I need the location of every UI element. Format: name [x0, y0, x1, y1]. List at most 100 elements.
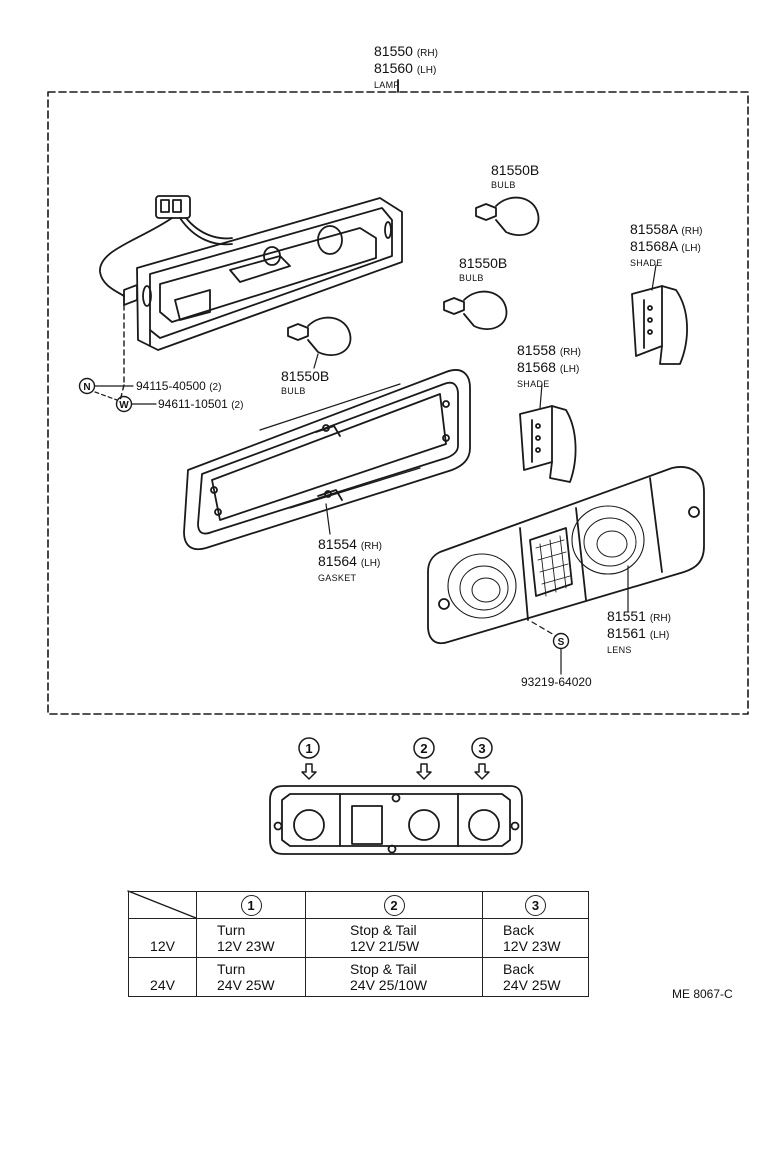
nut-qty: (2) — [209, 382, 222, 393]
shade-a-name: SHADE — [630, 258, 663, 268]
bulb-function: Stop & Tail — [350, 961, 417, 977]
shade-a-label: 81558A (RH) 81568A (LH) SHADE — [630, 222, 703, 271]
assembly-frame — [47, 91, 749, 715]
bulb-spec-table: 1 2 3 12V Turn 12V 23W Stop & Tail 12V 2… — [128, 891, 589, 997]
lens-name: LENS — [607, 645, 632, 655]
assembly-suf-lh: (LH) — [416, 65, 437, 76]
table-corner-cell — [128, 891, 197, 919]
lamp-plan-view — [269, 785, 523, 855]
screw-symbol-letter: S — [558, 637, 565, 648]
screw-num: 93219-64020 — [521, 675, 592, 689]
washer-num: 94611-10501 — [158, 397, 228, 411]
spec-cell: Back 12V 23W — [482, 918, 589, 958]
shade-a — [631, 285, 688, 365]
shade-label: 81558 (RH) 81568 (LH) SHADE — [517, 343, 581, 392]
position-1-circle: 1 — [240, 894, 262, 916]
nut-num: 94115-40500 — [136, 379, 206, 393]
lens-suf-lh: (LH) — [649, 630, 670, 641]
washer-qty: (2) — [231, 400, 244, 411]
bulb-function: Back — [503, 922, 535, 938]
spec-cell: Turn 12V 23W — [196, 918, 306, 958]
lens-label: 81551 (RH) 81561 (LH) LENS — [607, 609, 671, 658]
table-header-row: 1 2 3 — [128, 891, 589, 919]
gasket — [183, 369, 471, 551]
bulb-function: Back — [503, 961, 535, 977]
spec-cell: Stop & Tail 24V 25/10W — [305, 957, 483, 997]
bulb-top-num: 81550B — [491, 162, 540, 178]
bulb-left — [287, 316, 352, 356]
table-header-1: 1 — [196, 891, 306, 919]
position-2-circle: 2 — [383, 894, 405, 916]
nut-label: 94115-40500 (2) — [136, 379, 221, 395]
shade-a-num-lh: 81568A — [630, 238, 678, 254]
assembly-num-lh: 81560 — [374, 60, 413, 76]
shade-num-lh: 81568 — [517, 359, 556, 375]
shade-a-suf-lh: (LH) — [681, 243, 701, 254]
spec-cell: Stop & Tail 12V 21/5W — [305, 918, 483, 958]
gasket-suf-rh: (RH) — [360, 541, 382, 552]
bulb-left-name: BULB — [281, 386, 306, 396]
bulb-mid-name: BULB — [459, 273, 484, 283]
spec-cell: Turn 24V 25W — [196, 957, 306, 997]
lamp-housing — [123, 197, 403, 351]
bulb-rating: 12V 21/5W — [350, 938, 420, 954]
gasket-suf-lh: (LH) — [360, 558, 381, 569]
shade-num-rh: 81558 — [517, 342, 556, 358]
lens-num-rh: 81551 — [607, 608, 646, 624]
shade-suf-lh: (LH) — [559, 364, 580, 375]
voltage-cell: 24V — [128, 957, 197, 997]
shade-suf-rh: (RH) — [559, 347, 581, 358]
washer-label: 94611-10501 (2) — [158, 397, 243, 413]
socket-2 — [408, 809, 440, 841]
position-2-number: 2 — [420, 741, 427, 756]
gasket-num-lh: 81564 — [318, 553, 357, 569]
assembly-num-rh: 81550 — [374, 43, 413, 59]
bulb-left-num: 81550B — [281, 368, 330, 384]
table-row: 12V Turn 12V 23W Stop & Tail 12V 21/5W B… — [128, 918, 589, 958]
lens — [427, 466, 705, 645]
position-3-circle: 3 — [525, 894, 546, 916]
nut-symbol-letter: N — [83, 382, 90, 393]
bulb-top — [475, 196, 540, 236]
socket-3 — [468, 809, 500, 841]
bulb-function: Turn — [217, 961, 246, 977]
shade-name: SHADE — [517, 379, 550, 389]
bulb-top-name: BULB — [491, 180, 516, 190]
position-markers — [298, 737, 493, 780]
shade — [519, 405, 577, 483]
assembly-suf-rh: (RH) — [416, 48, 438, 59]
bulb-rating: 24V 25W — [217, 977, 275, 993]
assembly-name: LAMP — [374, 80, 400, 90]
shade-a-suf-rh: (RH) — [681, 226, 703, 237]
position-1-number: 1 — [305, 741, 312, 756]
shade-a-num-rh: 81558A — [630, 221, 678, 237]
screw-label: 93219-64020 — [521, 675, 592, 690]
bulb-mid — [443, 290, 508, 330]
bulb-mid-num: 81550B — [459, 255, 508, 271]
bulb-rating: 24V 25/10W — [350, 977, 428, 993]
table-header-3: 3 — [482, 891, 589, 919]
socket-1 — [293, 809, 325, 841]
assembly-label: 81550 (RH) 81560 (LH) LAMP — [374, 44, 438, 93]
gasket-label: 81554 (RH) 81564 (LH) GASKET — [318, 537, 382, 586]
bulb-mid-label: 81550B BULB — [459, 256, 507, 286]
voltage-cell: 12V — [128, 918, 197, 958]
spec-cell: Back 24V 25W — [482, 957, 589, 997]
bulb-rating: 12V 23W — [503, 938, 561, 954]
bulb-top-label: 81550B BULB — [491, 163, 539, 193]
position-3-number: 3 — [478, 741, 485, 756]
bulb-function: Turn — [217, 922, 246, 938]
table-row: 24V Turn 24V 25W Stop & Tail 24V 25/10W … — [128, 957, 589, 997]
bulb-rating: 12V 23W — [217, 938, 275, 954]
lens-num-lh: 81561 — [607, 625, 646, 641]
gasket-name: GASKET — [318, 573, 357, 583]
reference-code: ME 8067-C — [672, 987, 733, 1001]
table-header-2: 2 — [305, 891, 483, 919]
bulb-rating: 24V 25W — [503, 977, 561, 993]
gasket-num-rh: 81554 — [318, 536, 357, 552]
washer-symbol-letter: W — [119, 400, 129, 411]
lens-suf-rh: (RH) — [649, 613, 671, 624]
bulb-function: Stop & Tail — [350, 922, 417, 938]
connector — [99, 195, 233, 297]
